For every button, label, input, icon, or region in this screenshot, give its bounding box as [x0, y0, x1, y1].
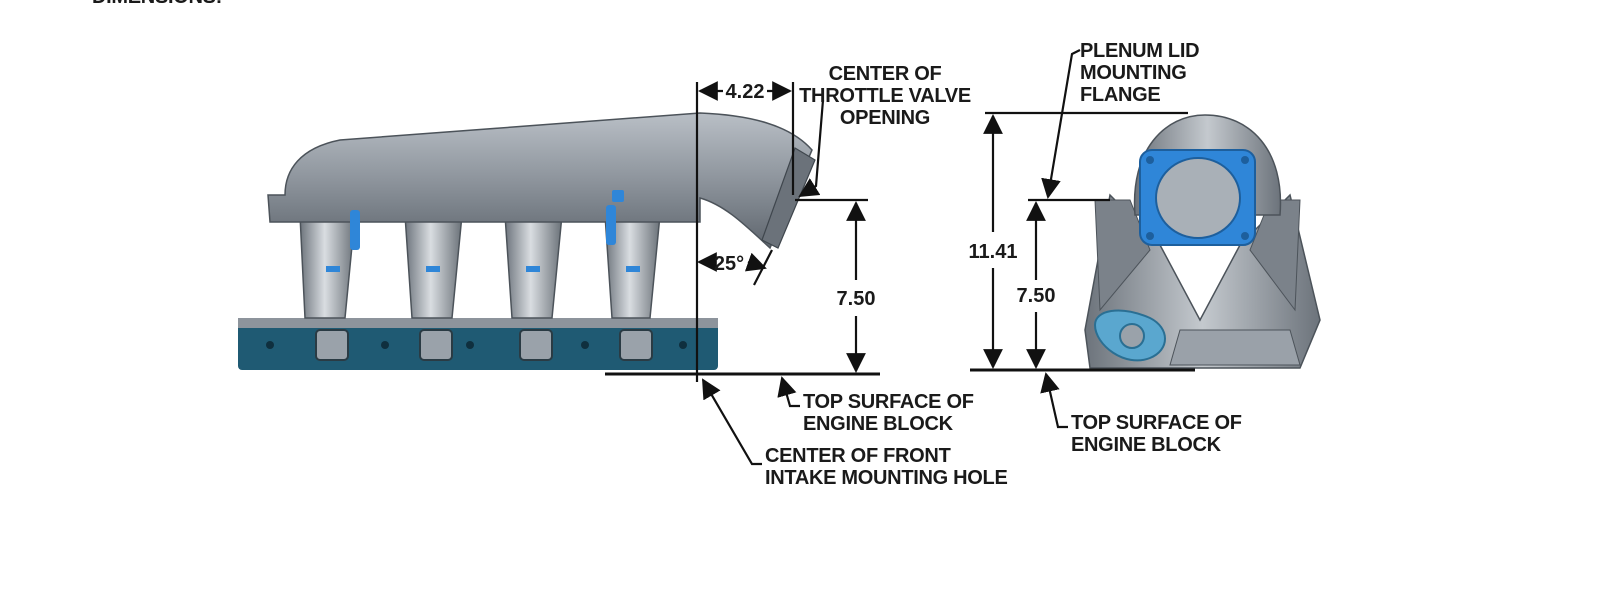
callout-front-block-line1: TOP SURFACE OF	[1071, 412, 1242, 434]
callout-hole-line1: CENTER OF FRONT	[765, 445, 951, 467]
front-view-dimensions: 11.41 7.50 PLENUM LID MOUNTING FLANGE TO…	[969, 40, 1243, 456]
callout-plenum-line2: MOUNTING	[1080, 62, 1186, 84]
dim-vertical-label: 7.50	[837, 288, 876, 310]
dim-overall-label: 11.41	[969, 241, 1018, 263]
callout-hole-line2: INTAKE MOUNTING HOLE	[765, 467, 1008, 489]
callout-throttle-line2: THROTTLE VALVE	[799, 85, 971, 107]
callout-side-block-line2: ENGINE BLOCK	[803, 413, 954, 435]
side-view-manifold	[238, 112, 816, 370]
page-title-partial: DIMENSIONS:	[92, 0, 222, 8]
front-view-manifold	[1084, 114, 1321, 369]
callout-front-block-line2: ENGINE BLOCK	[1071, 434, 1222, 456]
side-view-dimensions: 4.22 7.50 25° CENTER OF THROTTLE VALVE O…	[605, 63, 1008, 489]
callout-throttle-line3: OPENING	[840, 107, 930, 129]
callout-throttle-line1: CENTER OF	[829, 63, 942, 85]
angle-label: 25°	[714, 253, 744, 275]
manifold-gasket-flange	[238, 318, 718, 370]
callout-side-block-line1: TOP SURFACE OF	[803, 391, 974, 413]
dim-horizontal-label: 4.22	[726, 81, 765, 103]
dim-flange-label: 7.50	[1017, 285, 1056, 307]
callout-plenum-line1: PLENUM LID	[1080, 40, 1199, 62]
callout-plenum-line3: FLANGE	[1080, 84, 1160, 106]
